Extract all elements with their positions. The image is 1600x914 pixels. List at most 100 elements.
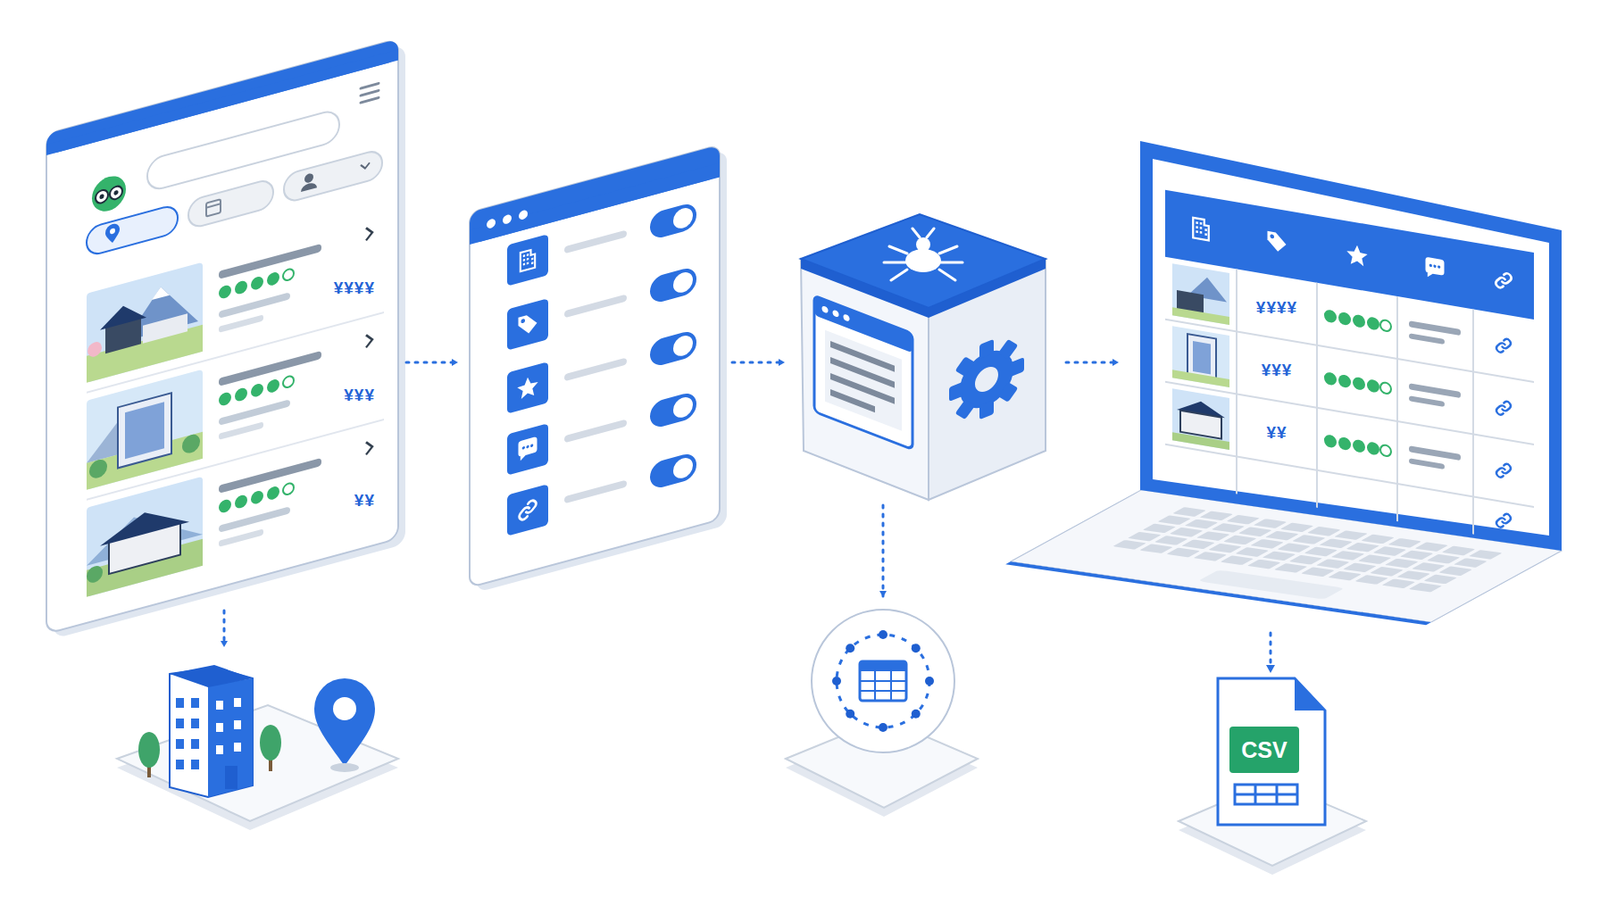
- listing-browser-part: [360, 162, 370, 170]
- toggle-switch-part: [673, 394, 693, 420]
- scraper-cube-part-part: [891, 269, 908, 281]
- laptop-part-part-part: [1354, 575, 1389, 585]
- rating-dots-part: [234, 493, 248, 510]
- laptop-part-part-part: [1316, 283, 1318, 509]
- laptop-part-part-part: [1169, 527, 1204, 538]
- laptop-part-part-part: [1387, 538, 1422, 549]
- field-selection-panel-part-part: [564, 357, 627, 382]
- listing-row-part: [86, 312, 384, 393]
- scraper-cube-part-part: [814, 295, 913, 450]
- listing-panel: ¥¥¥¥¥¥¥¥¥: [46, 38, 399, 637]
- rating-dots-part: [218, 283, 232, 300]
- laptop-part-part-part: [1181, 539, 1216, 550]
- laptop-part-part-part: [1342, 563, 1377, 574]
- laptop-part-part-part: [1346, 243, 1367, 267]
- scraper-cube-part-part: [949, 326, 1025, 433]
- listing-browser-part: [188, 177, 274, 230]
- listing-browser-part: [113, 190, 118, 197]
- laptop-part-part: [1165, 257, 1534, 545]
- laptop-part-part-part: [1154, 535, 1189, 546]
- structured-data-platform-part-part: [911, 709, 921, 719]
- field-selection-panel-part: [469, 144, 720, 245]
- listing-row-part: [218, 350, 322, 387]
- structured-data-platform-part: [859, 671, 907, 701]
- listing-row-part: [218, 421, 264, 441]
- scraper-cube-part-part: [926, 228, 934, 238]
- listing-browser-part: [109, 184, 123, 201]
- location-platform-part: [259, 725, 282, 761]
- listing-row-part: [218, 506, 291, 534]
- scraper-cube-part-part-part: [979, 400, 994, 420]
- location-platform-part: [208, 678, 253, 798]
- field-selection-panel-part-part: [520, 249, 535, 272]
- listing-row: [86, 320, 384, 500]
- location-platform-part-part: [175, 698, 184, 709]
- toggle-switch-part: [650, 265, 697, 305]
- structured-data-platform-part-part: [878, 630, 888, 640]
- laptop-part-part-part: [1408, 458, 1445, 470]
- export-arrow-part: [1266, 665, 1275, 674]
- listing-row-part: [86, 564, 103, 585]
- location-platform-part-part: [216, 700, 224, 710]
- field-selection-panel-part-part: [507, 361, 549, 414]
- laptop-part-part-part: [1373, 546, 1408, 557]
- rating-dots-part: [234, 279, 248, 296]
- laptop-part-part-part: [1280, 523, 1315, 534]
- listing-browser-part-part: [360, 98, 379, 103]
- listing-row-part: [86, 262, 203, 384]
- flow-arrow: [224, 362, 1118, 647]
- laptop-part-part-part: [1184, 519, 1219, 530]
- listing-row-part: [117, 392, 172, 468]
- flow-arrow-part: [223, 610, 226, 647]
- laptop-part-part-part: [1276, 542, 1311, 553]
- table-thumbnail-part: [1172, 432, 1230, 450]
- table-thumbnail-part: [1172, 307, 1230, 325]
- laptop-part-part-part: [1274, 563, 1309, 574]
- laptop-part-part-part: [1157, 515, 1192, 525]
- laptop-part-part-part: [1468, 550, 1503, 560]
- laptop-part-part-part: [1324, 433, 1337, 449]
- laptop-part-part-part: [1495, 271, 1511, 290]
- scraper-cube-part-part-part: [998, 382, 1019, 403]
- csv-file: CSV: [1214, 673, 1327, 827]
- laptop-part-part-part: [1127, 532, 1162, 542]
- laptop-part-part-part: [1366, 316, 1380, 331]
- laptop-part-part-part: [1496, 337, 1511, 354]
- location-platform-part: [138, 732, 160, 768]
- csv-platform-part-part: [1234, 784, 1298, 805]
- laptop-part-part-part: [1193, 551, 1228, 562]
- field-selection-panel: [469, 142, 727, 595]
- laptop-part-part-part: [1165, 444, 1534, 508]
- laptop-part-part-part: [1408, 583, 1443, 593]
- listing-row-part: [218, 528, 264, 548]
- location-platform-part-part: [175, 718, 184, 729]
- csv-platform-part: [1294, 678, 1325, 711]
- laptop-part-part-part: [1352, 376, 1366, 392]
- scraper-cube-part-part: [939, 269, 956, 281]
- laptop-part: [1152, 158, 1550, 536]
- rating-dots-part: [218, 391, 232, 408]
- listing-browser-part: [300, 181, 317, 192]
- flow-arrow-part: [882, 505, 885, 597]
- laptop-part-part-part: [1369, 566, 1404, 577]
- table-thumbnail-part: [1180, 410, 1222, 440]
- structured-data-platform-part-part: [878, 723, 888, 733]
- laptop-part-part-part: [1333, 530, 1368, 541]
- laptop-part-part-part: [1247, 559, 1282, 570]
- toggle-switch: [650, 200, 697, 491]
- csv-platform-part: [1229, 726, 1300, 774]
- field-selection-panel-part-part: [507, 298, 549, 350]
- laptop-part-part-part: [1426, 554, 1461, 565]
- scraper-cube-part-part-part: [955, 399, 976, 420]
- laptop-part-part-part: [1338, 311, 1351, 326]
- rating-dots-part: [218, 498, 232, 515]
- listing-browser-part-part: [360, 83, 379, 89]
- laptop-part-part-part: [1318, 538, 1353, 549]
- laptop-part-part-part: [1316, 558, 1350, 569]
- rating-dots-part: [266, 270, 280, 287]
- structured-data-platform-part: [836, 634, 930, 728]
- location-platform-part: [333, 697, 357, 721]
- listing-browser-part: [46, 39, 399, 634]
- structured-data-platform-part-part: [874, 671, 876, 701]
